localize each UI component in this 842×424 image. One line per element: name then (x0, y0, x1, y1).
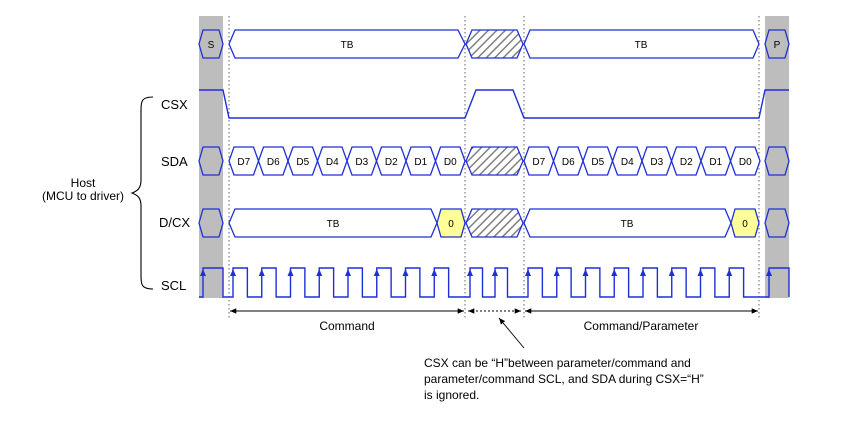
dcx-row (198, 208, 790, 238)
scl-edge-arrow-19 (766, 269, 772, 276)
sda-bit-label-first-5: D2 (385, 157, 398, 168)
scl-edge-arrow-10 (492, 269, 498, 276)
sda-bits-first (228, 146, 466, 176)
scl-edge-arrow-15 (640, 269, 646, 276)
scl-edge-arrow-0 (200, 269, 206, 276)
dcx-tb-first-label: TB (327, 219, 340, 230)
note-line3: is ignored. (424, 388, 479, 402)
sda-bit-label-second-4: D3 (650, 157, 663, 168)
sda-bit-label-second-3: D4 (621, 157, 634, 168)
start-marker-label: S (208, 40, 215, 51)
sda-stop-shape (764, 146, 790, 176)
dcx-hatch-shape (465, 208, 524, 238)
sda-bit-label-second-2: D5 (591, 157, 604, 168)
sda-bit-label-second-6: D1 (709, 157, 722, 168)
sda-bit-label-first-7: D0 (444, 157, 457, 168)
sda-bit-label-first-4: D3 (355, 157, 368, 168)
scl-waveform (199, 267, 790, 298)
bus-tb-second-shape (523, 29, 760, 59)
dcx-start-shape (198, 208, 224, 238)
bus-hatch-shape (465, 29, 524, 59)
host-label-line1: Host (71, 176, 96, 190)
sda-bit-label-second-7: D0 (739, 157, 752, 168)
scl-edge-arrow-2 (258, 269, 265, 276)
sda-bit-label-first-6: D1 (414, 157, 427, 168)
scl-edge-arrow-12 (553, 269, 560, 276)
sda-bit-label-second-1: D6 (562, 157, 575, 168)
sda-bit-second-7 (729, 146, 761, 176)
bus-tb-second-label: TB (635, 40, 648, 51)
scl-edge-arrow-1 (230, 269, 236, 276)
stop-marker-label: P (774, 40, 781, 51)
sda-start-shape (198, 146, 224, 176)
host-label-line2: (MCU to driver) (42, 189, 124, 203)
scl-edge-arrow-18 (726, 269, 733, 276)
scl-edge-arrow-14 (611, 269, 618, 276)
scl-edge-arrow-4 (316, 269, 323, 276)
sda-bit-label-second-0: D7 (532, 157, 545, 168)
scl-edge-arrow-13 (582, 269, 589, 276)
sda-row (198, 146, 790, 176)
sda-bit-label-first-3: D4 (326, 157, 339, 168)
scl-rising-edge-arrows (200, 269, 772, 276)
start-marker-shape (198, 29, 224, 59)
bus-tb-first-label: TB (341, 40, 354, 51)
sda-bit-label-first-2: D5 (296, 157, 309, 168)
dcx-zero-first-shape (436, 208, 466, 238)
note-line2: parameter/command SCL, and SDA during CS… (424, 372, 704, 386)
sda-hatch-shape (465, 146, 524, 176)
sda-bits-second (523, 146, 761, 176)
csx-waveform (199, 89, 789, 119)
host-brace (130, 96, 154, 290)
scl-edge-arrow-6 (373, 269, 380, 276)
dcx-zero-first-label: 0 (448, 219, 454, 230)
scl-edge-arrow-5 (345, 269, 351, 276)
dcx-zero-second-label: 0 (742, 219, 748, 230)
span-command-label: Command (319, 319, 374, 333)
scl-edge-arrow-9 (467, 269, 473, 276)
stop-marker-shape (764, 29, 790, 59)
scl-edge-arrow-16 (668, 269, 675, 276)
dcx-stop-shape (764, 208, 790, 238)
dcx-label: D/CX (159, 215, 190, 230)
sda-bit-label-second-5: D2 (680, 157, 693, 168)
note-line1: CSX can be “H”between parameter/command … (424, 356, 691, 370)
scl-edge-arrow-11 (525, 269, 531, 276)
bus-tb-first-shape (228, 29, 466, 59)
scl-edge-arrow-3 (287, 269, 294, 276)
scl-edge-arrow-17 (697, 269, 704, 276)
sda-bit-first-7 (434, 146, 466, 176)
csx-label: CSX (161, 97, 188, 112)
sda-label: SDA (161, 154, 188, 169)
bus-row (198, 29, 790, 59)
scl-label: SCL (161, 278, 186, 293)
sda-bit-label-first-1: D6 (267, 157, 280, 168)
dcx-tb-second-label: TB (621, 219, 634, 230)
sda-bit-label-first-0: D7 (237, 157, 250, 168)
note-pointer-arrow (498, 317, 525, 349)
scl-edge-arrow-8 (431, 269, 438, 276)
dcx-zero-second-shape (730, 208, 760, 238)
scl-edge-arrow-7 (402, 269, 409, 276)
span-command-parameter-label: Command/Parameter (584, 319, 699, 333)
